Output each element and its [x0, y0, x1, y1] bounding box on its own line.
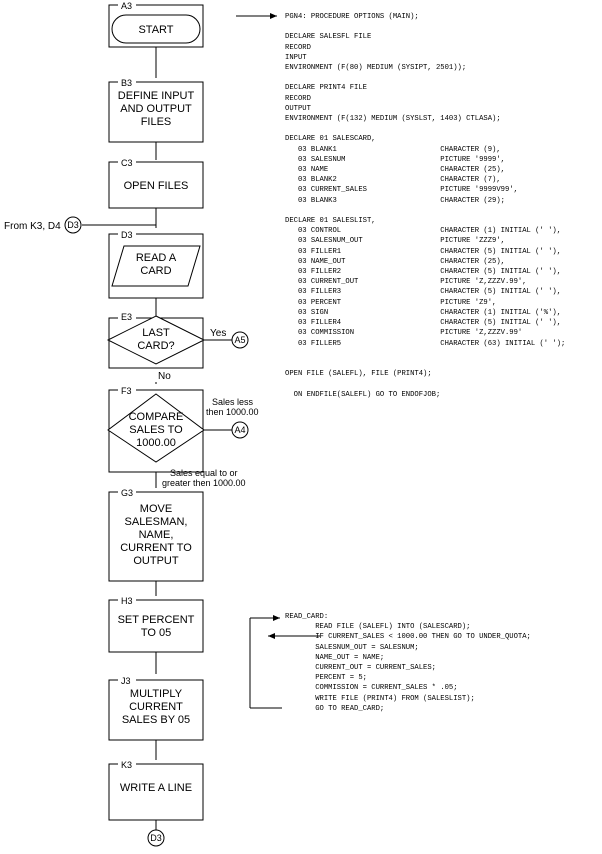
block-line: MULTIPLY [130, 688, 183, 700]
connector-yes: Yes A5 [210, 328, 249, 349]
block-h3: H3 SET PERCENT TO 05 [108, 595, 204, 653]
block-line: CURRENT TO [120, 542, 192, 554]
block-line: AND OUTPUT [120, 103, 192, 115]
block-line: OUTPUT [133, 555, 179, 567]
block-line: CARD [140, 265, 171, 277]
connector-ref: A4 [234, 425, 245, 435]
connector-ref: A5 [234, 335, 245, 345]
less-label: then 1000.00 [206, 407, 259, 417]
block-line: MOVE [140, 503, 172, 515]
block-line: CARD? [137, 340, 174, 352]
connector-end: D3 [147, 829, 165, 847]
yes-label: Yes [210, 328, 226, 339]
block-line: WRITE A LINE [120, 782, 192, 794]
block-id: G3 [121, 488, 133, 498]
block-id: C3 [121, 158, 133, 168]
block-line: OPEN FILES [124, 180, 189, 192]
pl1-declarations-code: PGN4: PROCEDURE OPTIONS (MAIN); DECLARE … [285, 13, 566, 399]
block-line: LAST [142, 327, 170, 339]
block-id: J3 [121, 676, 131, 686]
block-f3: F3 COMPARE SALES TO 1000.00 [107, 385, 205, 473]
block-line: SET PERCENT [118, 614, 195, 626]
no-label: No [158, 371, 171, 382]
block-e3: E3 LAST CARD? [106, 312, 206, 369]
connector-no: No [158, 371, 171, 382]
block-line: COMPARE [129, 411, 184, 423]
block-b3: B3 DEFINE INPUT AND OUTPUT FILES [108, 77, 204, 143]
block-id: E3 [121, 312, 132, 322]
equal-label: greater then 1000.00 [162, 478, 246, 488]
block-g3: G3 MOVE SALESMAN, NAME, CURRENT TO OUTPU… [108, 487, 204, 582]
block-a3: A3 START [108, 0, 204, 48]
connector-ref: D3 [67, 220, 79, 230]
block-line: TO 05 [141, 627, 171, 639]
flow-lines [82, 13, 320, 830]
connector-ref: D3 [150, 833, 162, 843]
block-id: A3 [121, 1, 132, 11]
block-j3: J3 MULTIPLY CURRENT SALES BY 05 [108, 675, 204, 741]
block-line: START [138, 24, 173, 36]
connector-equal: Sales equal to or greater then 1000.00 [162, 468, 246, 488]
block-id: D3 [121, 230, 133, 240]
connector-entry: From K3, D4 D3 [4, 216, 82, 234]
block-line: READ A [136, 252, 177, 264]
block-line: SALES BY 05 [122, 714, 190, 726]
block-line: SALESMAN, [125, 516, 188, 528]
block-k3: K3 WRITE A LINE [108, 759, 204, 821]
pl1-loop-code: READ_CARD: READ FILE (SALEFL) INTO (SALE… [285, 613, 531, 713]
block-line: FILES [141, 116, 172, 128]
block-id: F3 [121, 386, 132, 396]
less-label: Sales less [212, 397, 254, 407]
entry-label: From K3, D4 [4, 221, 61, 232]
block-line: NAME, [139, 529, 174, 541]
equal-label: Sales equal to or [170, 468, 238, 478]
block-line: SALES TO [129, 424, 183, 436]
block-id: K3 [121, 760, 132, 770]
connector-less: Sales less then 1000.00 A4 [206, 397, 259, 439]
block-d3: D3 READ A CARD [108, 229, 204, 299]
block-line: DEFINE INPUT [118, 90, 195, 102]
block-c3: C3 OPEN FILES [108, 157, 204, 209]
block-line: CURRENT [129, 701, 183, 713]
block-line: 1000.00 [136, 437, 176, 449]
block-id: H3 [121, 596, 133, 606]
block-id: B3 [121, 78, 132, 88]
